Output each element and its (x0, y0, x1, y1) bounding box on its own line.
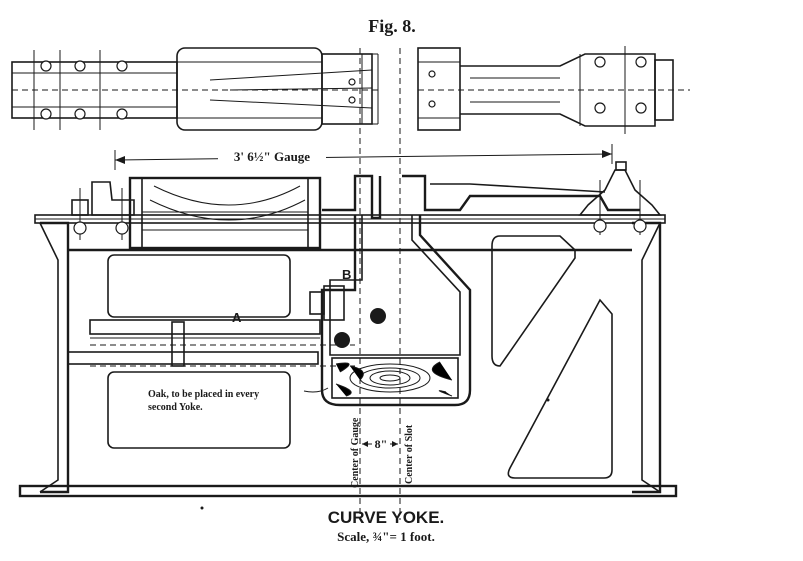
offset-dimension: 8" (362, 436, 398, 451)
figure-label: Fig. 8. (368, 16, 416, 36)
label-a: A (232, 310, 242, 325)
caption-scale: Scale, ¾"= 1 foot. (337, 529, 435, 544)
caption-title: CURVE YOKE. (328, 508, 445, 527)
gauge-label: 3' 6½" Gauge (234, 149, 310, 164)
center-of-gauge-label: Center of Gauge (350, 417, 361, 488)
offset-label: 8" (375, 437, 388, 451)
gauge-dimension: 3' 6½" Gauge (114, 144, 613, 170)
plan-view (11, 46, 690, 134)
elevation-view: A B (18, 161, 678, 498)
oak-note-line1: Oak, to be placed in every (148, 389, 259, 400)
center-of-slot-label: Center of Slot (404, 424, 415, 484)
oak-note: Oak, to be placed in every second Yoke. (148, 387, 329, 413)
label-b: B (342, 267, 351, 282)
oak-note-line2: second Yoke. (148, 402, 203, 413)
